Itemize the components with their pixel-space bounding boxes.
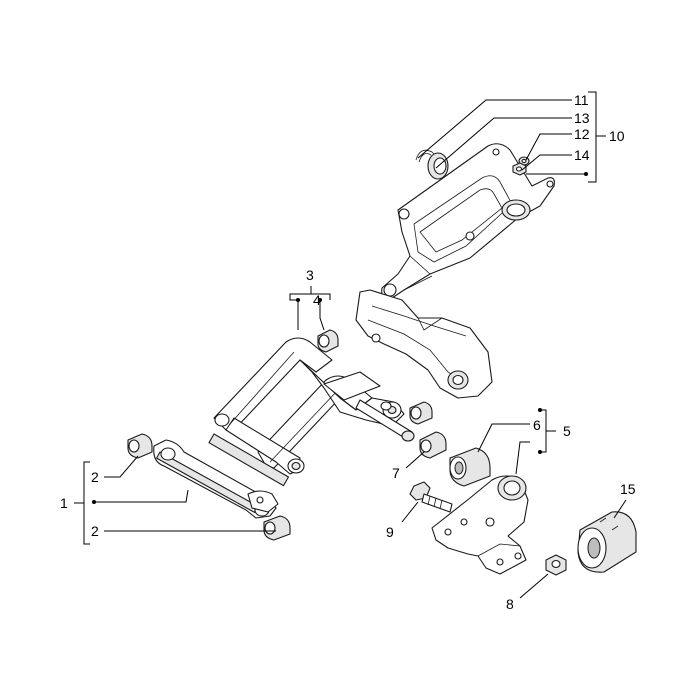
rear-bracket-part [431,475,529,575]
link-shaft-part [355,399,415,442]
link-bushing-right-part [409,401,433,425]
callout-labels: 11 13 12 14 10 3 4 2 1 2 6 5 7 9 8 15 [60,92,636,612]
callout-3: 3 [306,267,314,283]
callout-2-lower: 2 [91,523,99,539]
lower-link-part [153,439,279,519]
bushing-upper-left-part [127,433,153,459]
callout-leaders [74,91,627,599]
engine-bracket-part [355,289,493,399]
callout-4: 4 [313,292,321,308]
callout-5: 5 [563,423,571,439]
nut-part [545,554,567,576]
callout-9: 9 [386,524,394,540]
link-bushing-part [317,329,339,353]
callout-8: 8 [506,596,514,612]
callout-15: 15 [620,481,636,497]
callout-12: 12 [574,126,590,142]
bolt-part [409,481,453,513]
callout-14: 14 [574,147,590,163]
swingarm-housing-part [381,143,555,299]
callout-10: 10 [609,128,625,144]
silent-block-part [449,447,491,487]
rubber-bushing-part [577,511,637,573]
spacer-part [419,431,447,459]
small-nut-part [512,162,527,176]
callout-2-upper: 2 [91,469,99,485]
callout-11: 11 [574,92,589,108]
callout-6: 6 [533,417,541,433]
bushing-lower-left-part [263,515,291,541]
callout-1: 1 [60,495,68,511]
swing-link-part [208,337,405,487]
callout-13: 13 [574,110,590,126]
callout-7: 7 [392,465,400,481]
